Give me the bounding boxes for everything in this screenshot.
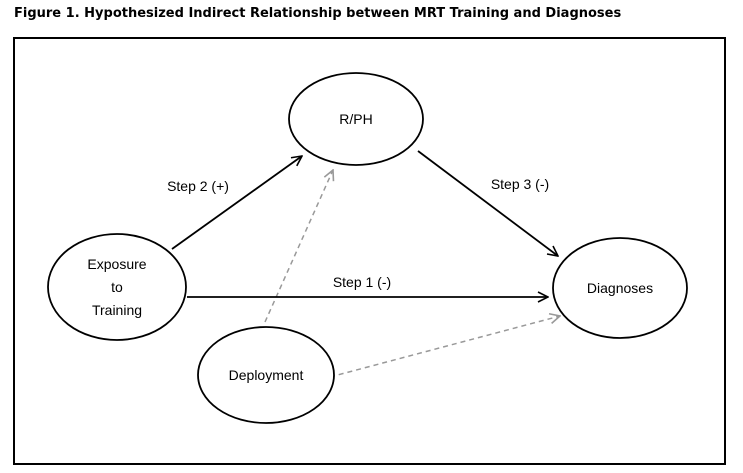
step1-label: Step 1 (-): [333, 274, 391, 290]
exposure-label-line-1: Exposure: [87, 256, 146, 272]
step3-arrow: [417, 150, 558, 256]
exposure-label-line-2: to: [111, 279, 123, 295]
rph-label: R/PH: [339, 111, 372, 127]
step3-label: Step 3 (-): [491, 176, 549, 192]
deployment-to-diagnoses-arrow: [329, 316, 560, 378]
exposure-label-line-3: Training: [92, 302, 142, 318]
exposure-node: [47, 233, 187, 341]
step2-label: Step 2 (+): [167, 178, 229, 194]
diagnoses-label: Diagnoses: [587, 280, 653, 296]
deployment-to-rph-arrow: [264, 170, 333, 323]
figure-title: Figure 1. Hypothesized Indirect Relation…: [14, 6, 622, 21]
figure-frame: [13, 37, 726, 465]
rph-node: [288, 72, 424, 166]
diagnoses-node: [552, 237, 688, 339]
deployment-node: [197, 326, 335, 424]
step2-arrow: [171, 156, 302, 250]
deployment-label: Deployment: [229, 367, 304, 383]
